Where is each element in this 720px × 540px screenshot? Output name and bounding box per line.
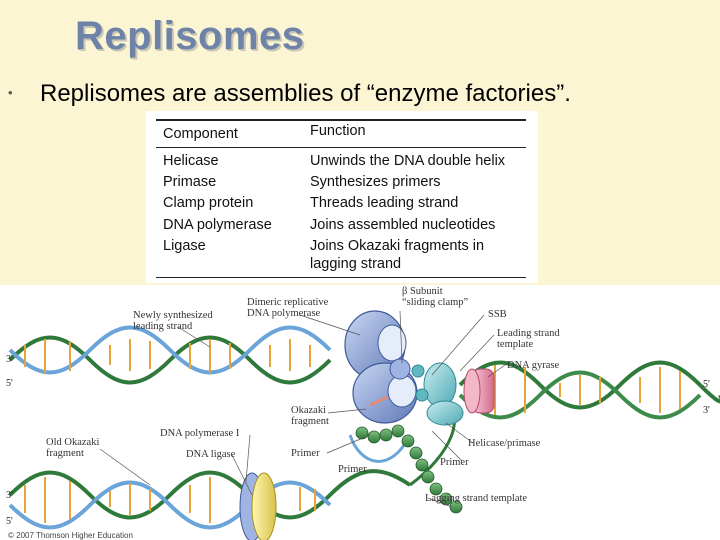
dimeric-dna-polymerase bbox=[344, 310, 418, 424]
label-helicase-primase: Helicase/primase bbox=[468, 438, 541, 449]
table-cell-function-cont: lagging strand bbox=[310, 256, 402, 272]
helicase-primase bbox=[411, 362, 464, 426]
label-strand-end: 5' bbox=[6, 378, 13, 389]
component-table-panel: Component Function Helicase Unwinds the … bbox=[146, 111, 538, 283]
table-cell-function: Joins assembled nucleotides bbox=[310, 217, 496, 233]
table-bottom-rule bbox=[156, 277, 526, 278]
table-top-rule bbox=[156, 119, 526, 121]
table-cell-function: Joins Okazaki fragments in bbox=[310, 238, 485, 254]
table-cell-component: Primase bbox=[163, 174, 217, 190]
label-primer: Primer bbox=[440, 457, 469, 468]
dna-polymerase-i-and-ligase bbox=[239, 472, 277, 540]
dna-gyrase bbox=[463, 368, 495, 414]
table-cell-component: Ligase bbox=[163, 238, 206, 254]
table-cell-component: DNA polymerase bbox=[163, 217, 272, 233]
table-cell-function: Threads leading strand bbox=[310, 195, 459, 211]
label-leader-lines bbox=[99, 310, 506, 508]
label-dna-polymerase-i: DNA polymerase I bbox=[160, 428, 240, 439]
leading-strand-helix bbox=[8, 325, 332, 385]
label-beta-subunit: β Subunit“sliding clamp” bbox=[402, 286, 469, 308]
label-strand-end: 5' bbox=[703, 379, 710, 390]
label-primer: Primer bbox=[338, 464, 367, 475]
label-primer: Primer bbox=[291, 448, 320, 459]
table-cell-function: Synthesizes primers bbox=[310, 174, 441, 190]
slide-title: Replisomes bbox=[75, 14, 305, 58]
label-strand-end: 3' bbox=[6, 354, 13, 365]
table-header-function: Function bbox=[310, 123, 366, 139]
table-header-rule bbox=[156, 147, 526, 148]
bullet-dot-icon: • bbox=[8, 85, 13, 100]
label-lagging-template: Lagging strand template bbox=[425, 493, 528, 504]
label-dna-ligase: DNA ligase bbox=[186, 449, 236, 460]
lagging-strand-helix bbox=[8, 469, 412, 530]
bullet-text: Replisomes are assemblies of “enzyme fac… bbox=[40, 80, 571, 107]
label-strand-end: 5' bbox=[6, 516, 13, 527]
label-strand-end: 3' bbox=[703, 405, 710, 416]
table-cell-component: Clamp protein bbox=[163, 195, 254, 211]
table-header-component: Component bbox=[163, 126, 238, 142]
parental-helix bbox=[458, 360, 720, 420]
table-cell-component: Helicase bbox=[163, 153, 219, 169]
copyright-notice: © 2007 Thomson Higher Education bbox=[8, 531, 133, 540]
label-ssb: SSB bbox=[488, 309, 507, 320]
label-strand-end: 3' bbox=[6, 490, 13, 501]
label-dna-gyrase: DNA gyrase bbox=[507, 360, 560, 371]
table-cell-function: Unwinds the DNA double helix bbox=[310, 153, 506, 169]
replication-fork-illustration bbox=[8, 310, 720, 540]
